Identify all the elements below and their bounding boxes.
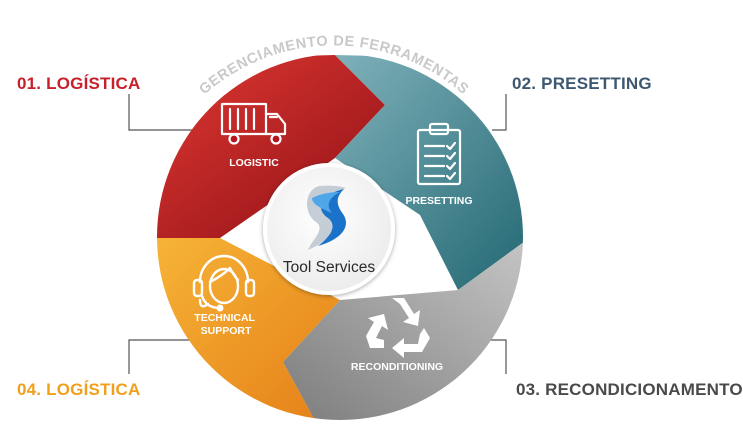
center-logo-text: Tool Services	[283, 259, 375, 276]
label-02-presetting: 02. PRESETTING	[512, 74, 652, 93]
segment-label-technical-support: TECHNICAL SUPPORT	[194, 312, 257, 337]
label-04-logistica: 04. LOGÍSTICA	[17, 380, 141, 399]
segment-label-line-support: SUPPORT	[201, 325, 252, 337]
label-01-logistica: 01. LOGÍSTICA	[17, 74, 141, 93]
truck-icon	[220, 102, 287, 145]
connector-line-01	[128, 94, 205, 131]
segment-label-reconditioning: RECONDITIONING	[351, 361, 443, 373]
label-03-recondicionamento: 03. RECONDICIONAMENTO	[516, 380, 743, 399]
clipboard-checklist-icon	[416, 122, 462, 186]
segment-label-line-technical: TECHNICAL	[194, 312, 255, 324]
segment-label-logistic: LOGISTIC	[229, 157, 279, 169]
headset-support-icon	[192, 254, 256, 312]
connector-line-02	[492, 94, 507, 131]
segment-label-presetting: PRESETTING	[405, 195, 472, 207]
tool-services-logo-icon	[306, 185, 347, 250]
connector-line-04	[128, 339, 202, 374]
recycle-icon	[366, 298, 430, 358]
